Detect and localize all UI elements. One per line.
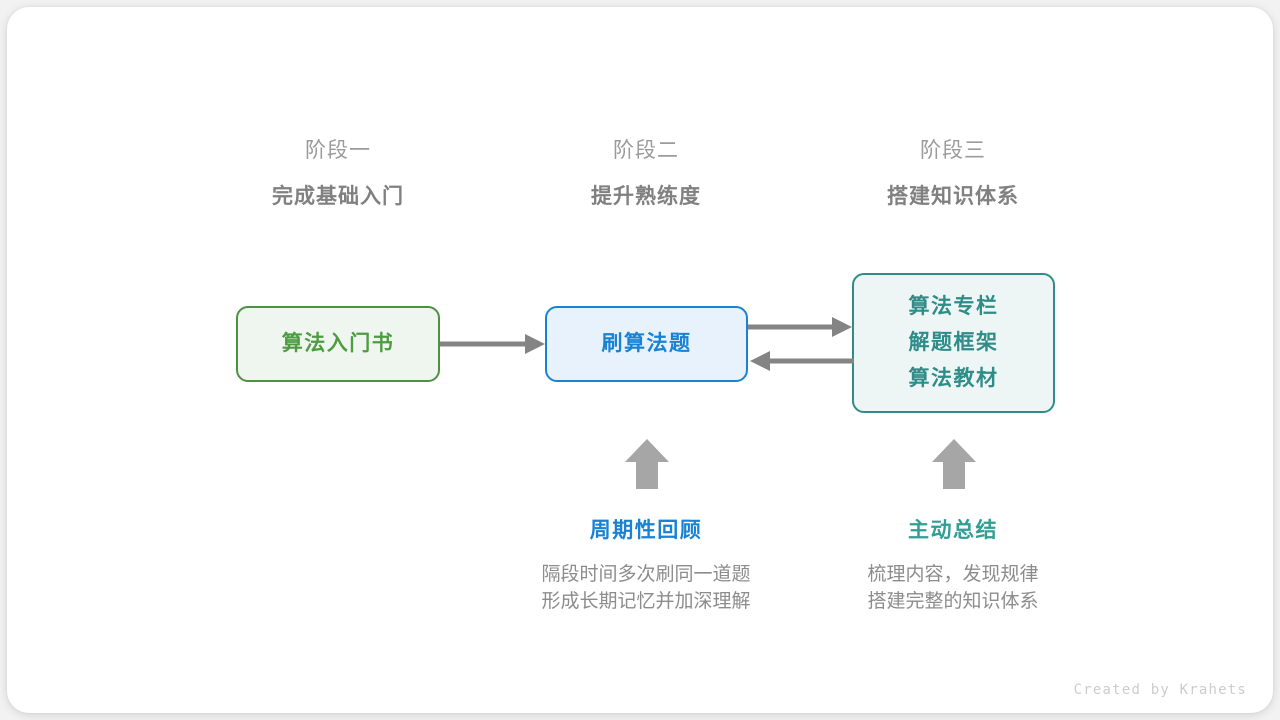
footer-credit: Created by Krahets [1073, 682, 1247, 698]
annotation-title: 主动总结 [908, 519, 998, 542]
annotation-active-summary: 主动总结 梳理内容，发现规律 搭建完整的知识体系 [803, 517, 1103, 615]
node-label: 算法入门书 [281, 332, 395, 355]
annotation-description: 梳理内容，发现规律 搭建完整的知识体系 [803, 561, 1103, 615]
annotation-title: 周期性回顾 [589, 519, 703, 542]
annotation-description-line: 梳理内容，发现规律 [867, 564, 1039, 585]
node-knowledge-resources[interactable]: 算法专栏 解题框架 算法教材 [852, 273, 1055, 413]
annotation-description-line: 形成长期记忆并加深理解 [541, 591, 751, 612]
stage-header-3: 阶段三 搭建知识体系 [823, 136, 1083, 212]
annotation-description-line: 隔段时间多次刷同一道题 [541, 564, 751, 585]
stage-title-1: 完成基础入门 [272, 185, 404, 208]
stage-label-2: 阶段二 [613, 139, 679, 162]
node-label: 算法教材 [908, 367, 999, 390]
stage-header-2: 阶段二 提升熟练度 [516, 136, 776, 212]
node-label: 刷算法题 [601, 332, 692, 355]
diagram-card: 阶段一 完成基础入门 阶段二 提升熟练度 阶段三 搭建知识体系 算法入门书 刷算… [7, 7, 1273, 713]
stage-header-1: 阶段一 完成基础入门 [208, 136, 468, 212]
node-practice-problems[interactable]: 刷算法题 [545, 306, 748, 382]
annotation-description-line: 搭建完整的知识体系 [867, 591, 1039, 612]
annotation-periodic-review: 周期性回顾 隔段时间多次刷同一道题 形成长期记忆并加深理解 [496, 517, 796, 615]
arrow-practice-to-resources [748, 317, 852, 337]
stage-title-3: 搭建知识体系 [887, 185, 1019, 208]
arrow-book-to-practice [440, 334, 545, 354]
stage-title-2: 提升熟练度 [591, 185, 701, 208]
node-label: 解题框架 [908, 331, 999, 354]
stage-label-3: 阶段三 [920, 139, 986, 162]
annotation-description: 隔段时间多次刷同一道题 形成长期记忆并加深理解 [496, 561, 796, 615]
up-arrow-periodic-review [625, 439, 669, 489]
arrow-resources-to-practice [750, 351, 854, 371]
stage-label-1: 阶段一 [305, 139, 371, 162]
up-arrow-active-summary [932, 439, 976, 489]
node-algorithm-intro-book[interactable]: 算法入门书 [236, 306, 440, 382]
node-label: 算法专栏 [908, 295, 999, 318]
